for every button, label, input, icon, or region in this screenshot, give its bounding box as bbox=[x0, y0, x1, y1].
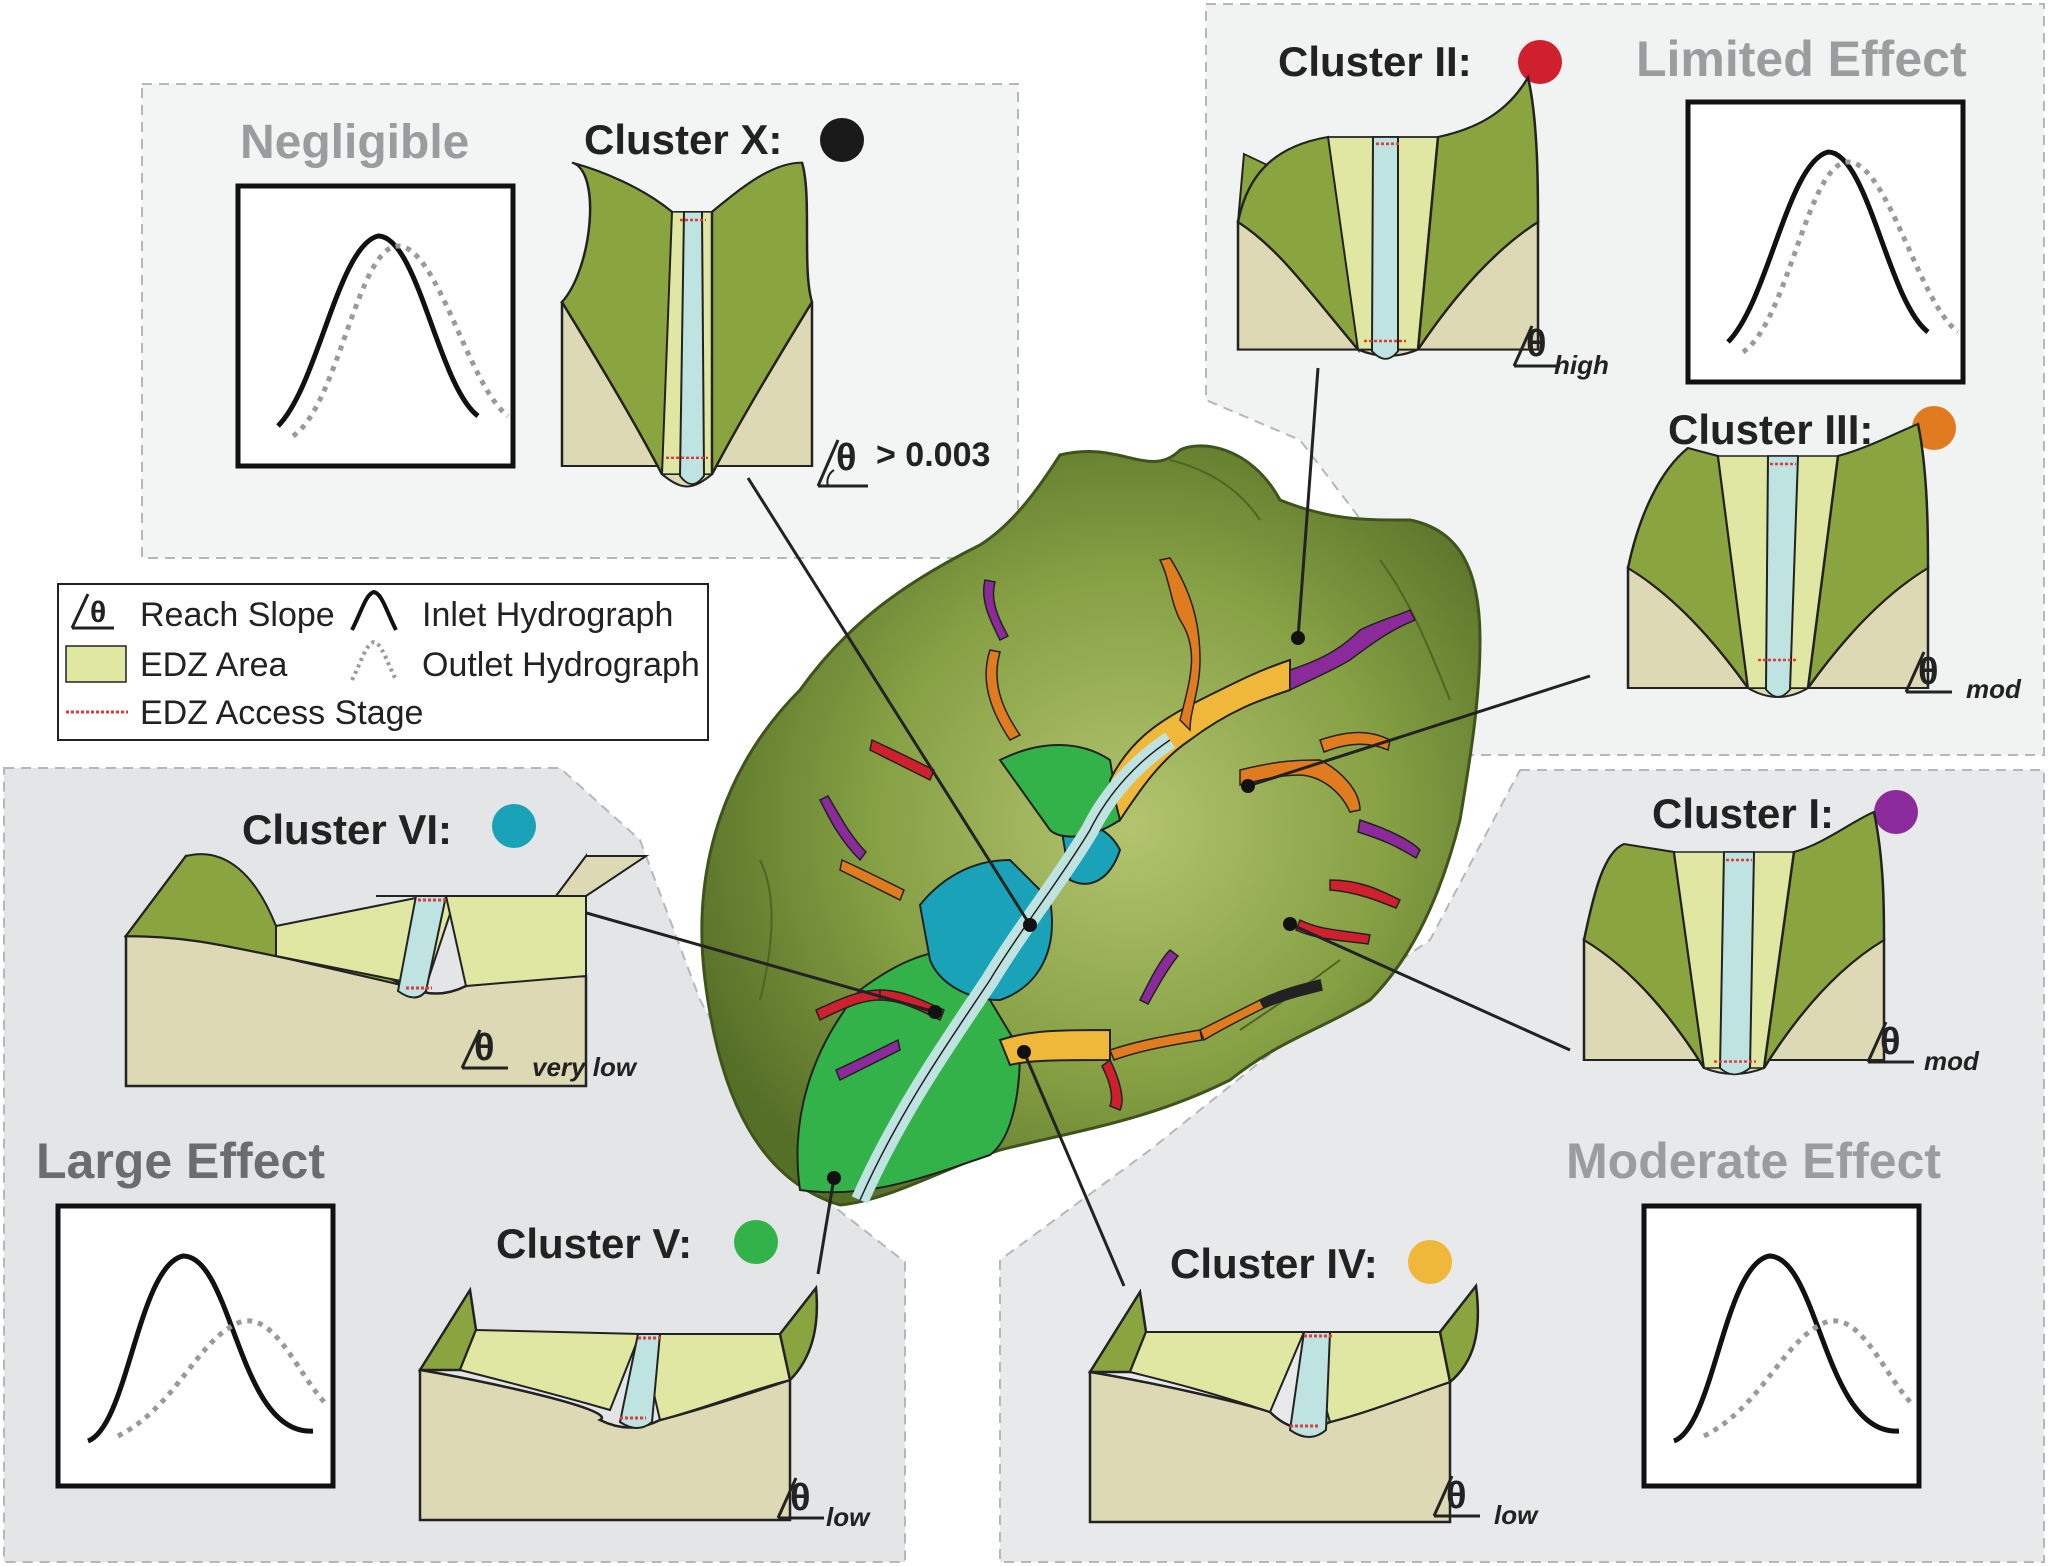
block-cluster-ii bbox=[1236, 74, 1540, 360]
cluster-vi-dot bbox=[492, 804, 536, 848]
cluster-i-label: Cluster I: bbox=[1652, 790, 1834, 837]
slope-cluster-v: θ low bbox=[776, 1477, 871, 1532]
inlet-hydrograph-icon bbox=[350, 589, 398, 631]
title-large-effect: Large Effect bbox=[36, 1133, 325, 1189]
slope-cluster-iv: θ low bbox=[1432, 1475, 1539, 1530]
legend-reach-slope: Reach Slope bbox=[140, 596, 335, 634]
slope-theta: θ bbox=[1446, 1475, 1467, 1517]
svg-text:θ: θ bbox=[90, 596, 106, 629]
slope-cluster-x: θ > 0.003 bbox=[816, 436, 990, 488]
block-cluster-i bbox=[1582, 810, 1886, 1076]
legend-edz-area: EDZ Area bbox=[140, 646, 287, 684]
title-moderate-effect: Moderate Effect bbox=[1566, 1133, 1941, 1189]
block-cluster-iv bbox=[1087, 1282, 1480, 1524]
legend-access-stage: EDZ Access Stage bbox=[140, 694, 423, 732]
slope-value: > 0.003 bbox=[876, 436, 990, 474]
slope-subscript: mod bbox=[1924, 1046, 1980, 1076]
block-cluster-iii bbox=[1626, 422, 1930, 698]
slope-theta: θ bbox=[1918, 651, 1939, 693]
cluster-iv-label: Cluster IV: bbox=[1170, 1240, 1378, 1287]
slope-cluster-iii: θ mod bbox=[1904, 651, 2022, 704]
hydrograph-negligible bbox=[238, 186, 513, 466]
cluster-x-dot bbox=[820, 118, 864, 162]
slope-subscript: low bbox=[1494, 1500, 1539, 1530]
reach-slope-icon: θ bbox=[70, 593, 114, 630]
cluster-iv-dot bbox=[1408, 1240, 1452, 1284]
slope-subscript: low bbox=[826, 1502, 871, 1532]
slope-theta: θ bbox=[1880, 1021, 1901, 1063]
slope-subscript: high bbox=[1554, 350, 1609, 380]
legend: θ Reach Slope Inlet Hydrograph EDZ Area … bbox=[57, 583, 709, 741]
hydrograph-large bbox=[58, 1206, 333, 1486]
block-cluster-v bbox=[417, 1284, 819, 1522]
cluster-iii-label: Cluster III: bbox=[1668, 406, 1873, 453]
cluster-x-label: Cluster X: bbox=[584, 116, 782, 163]
leader-dots bbox=[827, 631, 1305, 1185]
river-network bbox=[796, 557, 1421, 1204]
hydrograph-moderate bbox=[1644, 1206, 1919, 1486]
leader-lines bbox=[561, 367, 1591, 1287]
title-negligible: Negligible bbox=[240, 116, 469, 169]
slope-theta: θ bbox=[790, 1477, 811, 1519]
cluster-i-dot bbox=[1874, 790, 1918, 834]
slope-theta: θ bbox=[474, 1027, 495, 1069]
cluster-iii-dot bbox=[1912, 406, 1956, 450]
slope-cluster-i: θ mod bbox=[1866, 1021, 1980, 1076]
legend-outlet-hydrograph: Outlet Hydrograph bbox=[422, 646, 700, 684]
edz-area-swatch bbox=[65, 645, 127, 683]
outlet-hydrograph-icon bbox=[350, 639, 398, 681]
legend-inlet-hydrograph: Inlet Hydrograph bbox=[422, 596, 673, 634]
slope-subscript: mod bbox=[1966, 674, 2022, 704]
slope-cluster-ii: θ high bbox=[1512, 323, 1609, 380]
cluster-vi-label: Cluster VI: bbox=[242, 806, 452, 853]
slope-theta: θ bbox=[836, 437, 857, 479]
cluster-ii-label: Cluster II: bbox=[1278, 38, 1472, 85]
slope-theta: θ bbox=[1526, 323, 1547, 365]
slope-cluster-vi: θ very low bbox=[460, 1027, 638, 1082]
cluster-v-dot bbox=[734, 1220, 778, 1264]
slope-subscript: very low bbox=[532, 1052, 638, 1082]
cluster-ii-dot bbox=[1518, 40, 1562, 84]
block-cluster-x bbox=[560, 161, 814, 488]
title-limited-effect: Limited Effect bbox=[1636, 31, 1967, 87]
cluster-v-label: Cluster V: bbox=[496, 1220, 692, 1267]
hydrograph-limited bbox=[1688, 102, 1963, 382]
